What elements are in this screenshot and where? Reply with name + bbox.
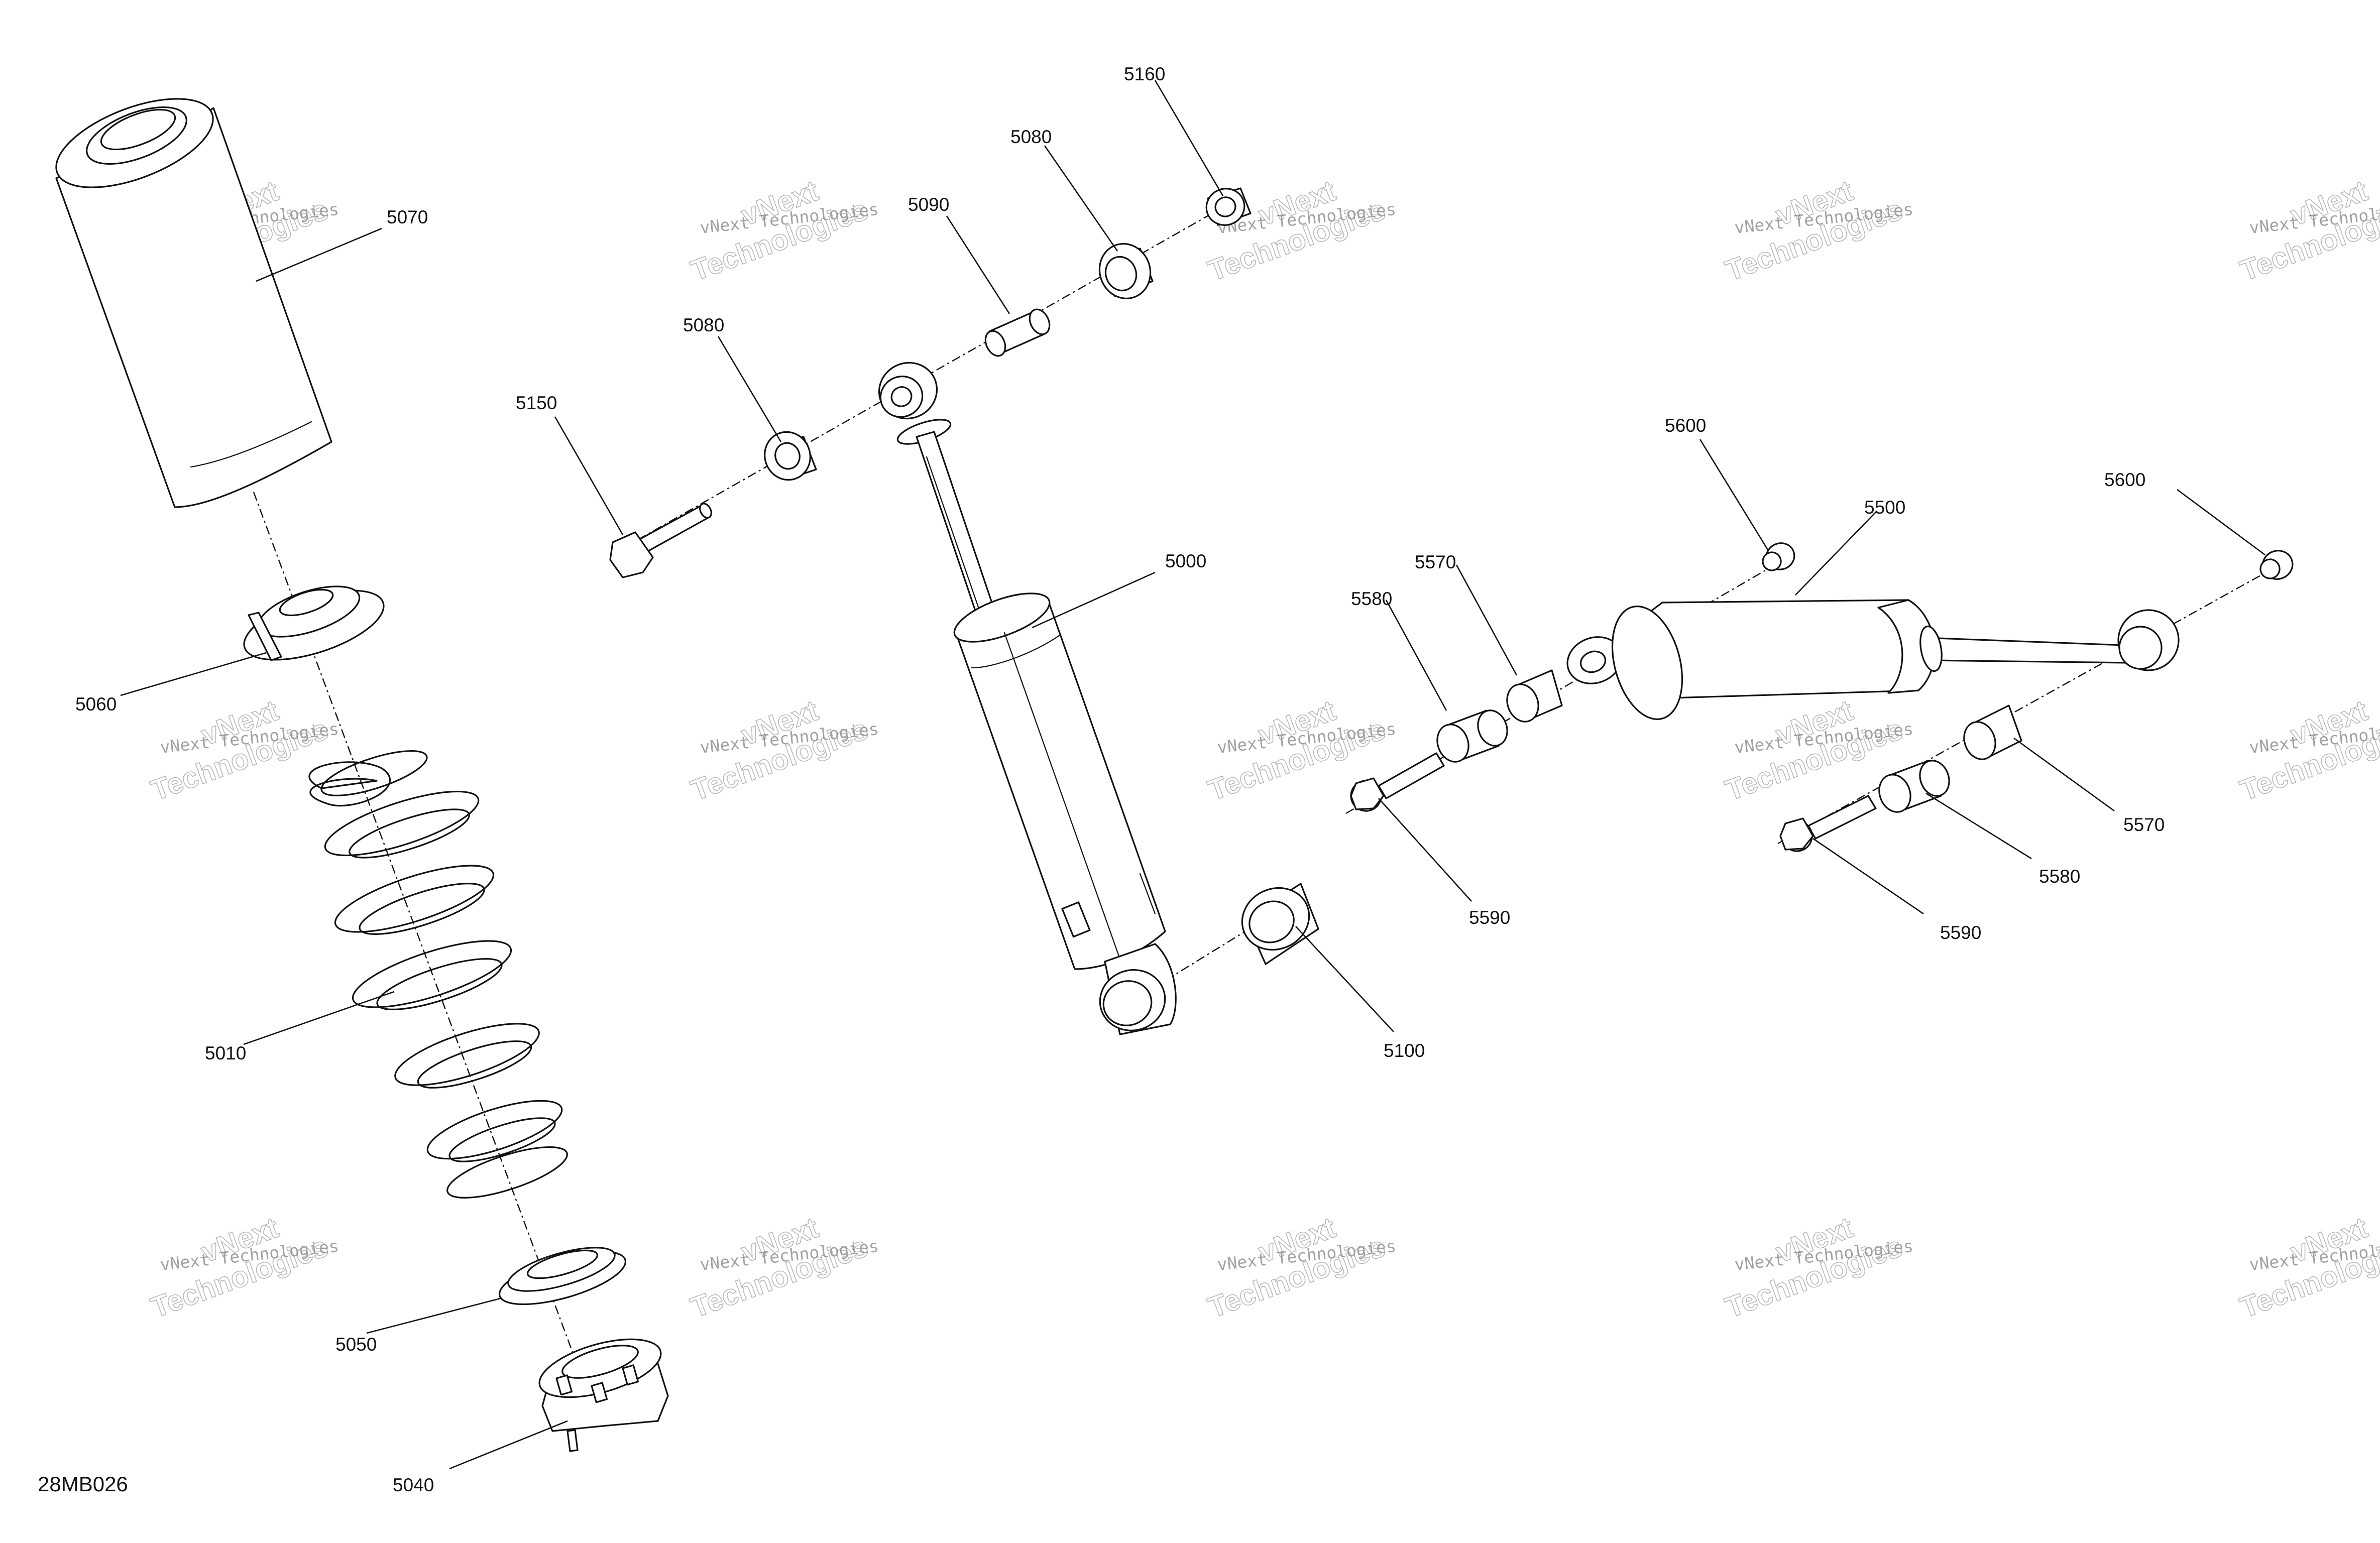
watermark: vNext vNext Technologies Technologies: [2235, 693, 2380, 807]
callout-5000: 5000: [1165, 551, 1206, 571]
adjuster-nut-5040: [538, 1338, 669, 1452]
watermark: vNext vNext Technologies Technologies: [686, 1211, 879, 1325]
shock-absorber-5500: [1566, 599, 2180, 720]
upper-bolt-5150: [609, 503, 712, 578]
watermark: vNext vNext Technologies Technologies: [2235, 174, 2380, 288]
watermark: vNext vNext Technologies Technologies: [686, 174, 879, 288]
sleeve-5580-right: [1878, 760, 1950, 813]
shock-absorber-5000: [878, 362, 1177, 1035]
sleeve-5090: [984, 308, 1051, 357]
leader-lines: [120, 80, 2265, 1470]
watermark: vNext vNext Technologies Technologies: [146, 1211, 339, 1325]
bushing-5080-right: [1098, 243, 1154, 300]
upper-spring-seat-5060: [243, 585, 385, 661]
watermarks: vNext vNext Technologies Technologies vN…: [146, 174, 2380, 1325]
nut-5160: [1205, 187, 1252, 226]
callout-5590-left: 5590: [1469, 907, 1510, 928]
bushing-5100: [1241, 883, 1319, 965]
watermark: vNext vNext Technologies Technologies: [1721, 174, 1914, 288]
spacer-5570-right: [1963, 704, 2022, 760]
spring-washer-5050: [498, 1247, 627, 1305]
flange-bolt-5590-left: [1350, 752, 1445, 812]
watermark: vNext vNext Technologies Technologies: [2235, 1211, 2380, 1325]
boot-cover-5070: [55, 98, 332, 508]
callout-5060: 5060: [75, 694, 117, 715]
callout-5090: 5090: [908, 194, 949, 215]
callout-5600-right: 5600: [2104, 469, 2145, 490]
callout-5160: 5160: [1124, 64, 1165, 84]
watermark: vNext vNext Technologies Technologies: [1721, 1211, 1914, 1325]
callout-5570-right: 5570: [2123, 814, 2165, 835]
callout-5050: 5050: [335, 1334, 377, 1355]
callout-5040: 5040: [393, 1475, 434, 1495]
callout-labels: 5070 5060 5010 5050 5040 5150 5080 5090 …: [75, 64, 2165, 1495]
spacer-5570-left: [1506, 669, 1563, 723]
callout-5010: 5010: [205, 1043, 246, 1063]
callout-5580-right: 5580: [2039, 866, 2080, 887]
sleeve-5580-left: [1436, 709, 1508, 763]
callout-5570-left: 5570: [1415, 552, 1456, 572]
nut-5600-left: [1762, 542, 1795, 571]
callout-5150: 5150: [516, 393, 557, 413]
flange-bolt-5590-right: [1779, 795, 1877, 852]
callout-5070: 5070: [387, 207, 428, 227]
callout-5500: 5500: [1864, 497, 1905, 518]
watermark: vNext vNext Technologies Technologies: [1203, 1211, 1397, 1325]
bushing-5080-left: [764, 431, 817, 481]
nut-5600-right: [2259, 550, 2294, 580]
callout-5590-right: 5590: [1940, 922, 1981, 943]
coil-spring-5010: [308, 750, 568, 1199]
callout-5580-left: 5580: [1351, 588, 1392, 609]
callout-5080-right: 5080: [1010, 127, 1052, 147]
callout-5600-left: 5600: [1665, 415, 1706, 436]
watermark: vNext vNext Technologies Technologies: [686, 693, 879, 807]
figure-id: 28MB026: [38, 1472, 128, 1496]
callout-5080-left: 5080: [683, 315, 724, 335]
callout-5100: 5100: [1384, 1040, 1425, 1061]
